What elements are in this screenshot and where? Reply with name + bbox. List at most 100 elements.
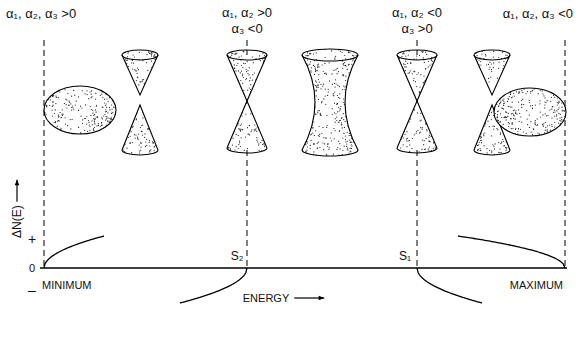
stipple-dot: [339, 93, 340, 94]
stipple-dot: [305, 105, 306, 106]
stipple-dot: [157, 81, 158, 82]
stipple-dot: [112, 127, 113, 128]
stipple-dot: [227, 102, 228, 103]
stipple-dot: [311, 119, 312, 120]
stipple-dot: [229, 68, 230, 69]
stipple-dot: [111, 104, 112, 105]
stipple-dot: [265, 140, 266, 141]
stipple-dot: [506, 147, 507, 148]
stipple-dot: [322, 64, 323, 65]
stipple-dot: [148, 123, 149, 124]
stipple-dot: [151, 84, 152, 85]
stipple-dot: [424, 97, 425, 98]
stipple-dot: [59, 120, 60, 121]
stipple-dot: [417, 112, 418, 113]
stipple-dot: [326, 154, 327, 155]
stipple-dot: [435, 95, 436, 96]
stipple-dot: [335, 69, 336, 70]
stipple-dot: [307, 52, 308, 53]
outline: [44, 86, 116, 134]
stipple-dot: [236, 53, 237, 54]
stipple-dot: [127, 76, 128, 77]
stipple-dot: [335, 118, 336, 119]
stipple-dot: [156, 128, 157, 129]
stipple-dot: [339, 130, 340, 131]
stipple-dot: [154, 150, 155, 151]
stipple-dot: [478, 84, 479, 85]
stipple-dot: [416, 55, 417, 56]
stipple-dot: [343, 63, 344, 64]
stipple-dot: [264, 117, 265, 118]
stipple-dot: [102, 107, 103, 108]
stipple-dot: [154, 54, 155, 55]
stipple-dot: [308, 75, 309, 76]
stipple-dot: [62, 114, 63, 115]
stipple-dot: [334, 83, 335, 84]
stipple-dot: [335, 130, 336, 131]
stipple-dot: [302, 98, 303, 99]
stipple-dot: [233, 89, 234, 90]
stipple-dot: [412, 73, 413, 74]
stipple-dot: [254, 125, 255, 126]
stipple-dot: [239, 97, 240, 98]
stipple-dot: [45, 96, 46, 97]
stipple-dot: [336, 149, 337, 150]
stipple-dot: [319, 110, 320, 111]
stipple-dot: [347, 92, 348, 93]
stipple-dot: [100, 126, 101, 127]
stipple-dot: [409, 121, 410, 122]
stipple-dot: [302, 61, 303, 62]
stipple-dot: [303, 125, 304, 126]
stipple-dot: [102, 118, 103, 119]
stipple-dot: [347, 108, 348, 109]
stipple-dot: [72, 119, 73, 120]
stipple-dot: [429, 140, 430, 141]
stipple-dot: [260, 60, 261, 61]
stipple-dot: [51, 90, 52, 91]
stipple-dot: [155, 112, 156, 113]
stipple-dot: [413, 78, 414, 79]
stipple-dot: [489, 62, 490, 63]
stipple-dot: [356, 76, 357, 77]
stipple-dot: [474, 143, 475, 144]
stipple-dot: [240, 130, 241, 131]
stipple-dot: [134, 134, 135, 135]
stipple-dot: [124, 78, 125, 79]
stipple-dot: [230, 119, 231, 120]
stipple-dot: [491, 119, 492, 120]
stipple-dot: [125, 94, 126, 95]
stipple-dot: [415, 81, 416, 82]
stipple-dot: [263, 132, 264, 133]
stipple-dot: [474, 76, 475, 77]
stipple-dot: [122, 108, 123, 109]
stipple-dot: [228, 97, 229, 98]
stipple-dot: [474, 80, 475, 81]
stipple-dot: [489, 67, 490, 68]
stipple-dot: [238, 70, 239, 71]
stipple-dot: [407, 119, 408, 120]
stipple-dot: [397, 61, 398, 62]
stipple-dot: [399, 89, 400, 90]
stipple-dot: [322, 127, 323, 128]
stipple-dot: [310, 81, 311, 82]
stipple-dot: [434, 84, 435, 85]
stipple-dot: [147, 70, 148, 71]
stipple-dot: [310, 61, 311, 62]
stipple-dot: [235, 96, 236, 97]
stipple-dot: [476, 68, 477, 69]
stipple-dot: [245, 114, 246, 115]
stipple-dot: [157, 134, 158, 135]
stipple-dot: [152, 127, 153, 128]
stipple-dot: [323, 149, 324, 150]
stipple-dot: [403, 144, 404, 145]
stipple-dot: [124, 69, 125, 70]
outline: [474, 50, 510, 60]
stipple-dot: [148, 94, 149, 95]
outline: [227, 50, 267, 60]
stipple-dot: [399, 50, 400, 51]
stipple-dot: [46, 105, 47, 106]
stipple-dot: [333, 128, 334, 129]
stipple-dot: [405, 87, 406, 88]
stipple-dot: [82, 90, 83, 91]
stipple-dot: [401, 89, 402, 90]
